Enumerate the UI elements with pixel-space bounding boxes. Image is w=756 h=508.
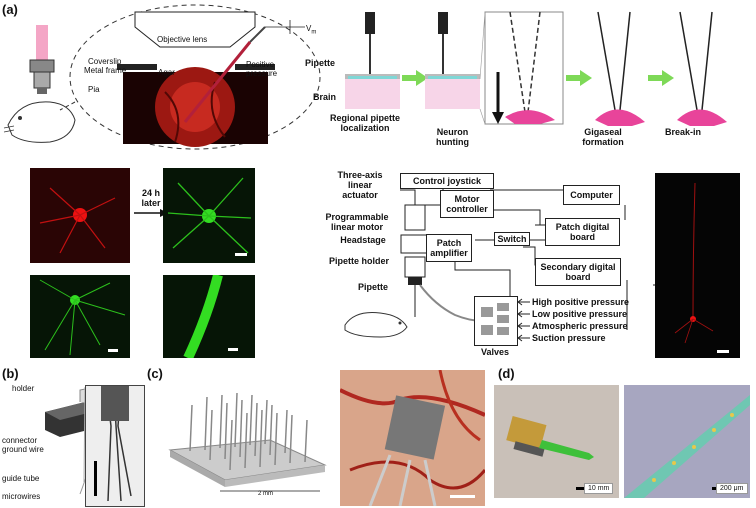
valves-box [474,296,518,346]
dendritic-spine-image [163,275,255,358]
patch-digital-board-box: Patch digital board [545,218,620,246]
green-neuron-image [163,168,255,263]
scale-bar [235,253,247,256]
label-connector: connector [2,436,38,445]
probe-microscope-photo [624,385,750,498]
scale-bar [94,461,97,496]
motor-controller-box: Motor controller [440,190,494,218]
panel-b-letter: (b) [2,366,19,381]
step-regional-localization: Regional pipette localization [330,113,401,133]
microwire-photo [85,385,145,507]
valves-label: Valves [480,347,510,357]
computer-box: Computer [563,185,620,205]
scale-bar [450,495,475,498]
headstage-label: Headstage [340,235,386,245]
secondary-digital-board-box: Secondary digital board [535,258,621,286]
step-gigaseal-formation: Gigaseal formation [582,127,624,147]
workflow-brain-label: Brain [313,92,337,102]
objective-label: Objective lens [157,35,208,44]
mouse-setup-illustration [3,25,76,143]
neuron-dark-image [655,173,740,358]
label-holder: holder [12,384,35,393]
patch-amplifier-box: Patch amplifier [426,234,472,262]
pipette-holder-label: Pipette holder [328,256,389,266]
metal-frame-label: Metal frame [84,66,127,75]
valve-arrows [517,298,530,342]
patch-workflow [345,11,727,126]
pressure-atmospheric: Atmospheric pressure [532,321,628,331]
pressure-suction: Suction pressure [532,333,606,343]
probe-microscope-scale-label: 200 μm [716,483,748,494]
panel-a-letter: (a) [2,2,18,17]
agar-label: Agar [158,68,175,77]
diagram-pipette-label: Pipette [357,282,388,292]
scale-bar [228,348,238,351]
panel-c-letter: (c) [147,366,163,381]
utah-scale-label: 2 mm [258,491,273,497]
positive-pressure-label: Positive pressure [246,60,278,78]
step-neuron-hunting: Neuron hunting [436,127,469,147]
programmable-motor-label: Programmable linear motor [325,212,389,232]
coverslip-label: Coverslip [88,57,122,66]
switch-box: Switch [494,232,530,246]
cortex-implant-photo [340,370,485,506]
pia-label: Pia [88,85,100,94]
step-break-in: Break-in [664,127,701,137]
zoom-ellipse [59,4,321,150]
probe-scale-label: 10 mm [584,483,614,494]
scale-bar [717,350,729,353]
probe-photo [494,385,619,498]
red-neuron-image [30,168,130,263]
label-ground-wire: ground wire [2,445,44,454]
control-joystick-box: Control joystick [400,173,494,189]
panel-d-letter: (d) [498,366,515,381]
vm-label: Vm [306,24,317,36]
three-axis-actuator-label: Three-axis linear actuator [337,170,383,200]
label-guide-tube: guide tube [2,474,40,483]
scale-bar [108,349,118,352]
24h-later-label: 24 h later [141,188,161,208]
pressure-low: Low positive pressure [532,309,628,319]
label-microwires: microwires [2,492,41,501]
workflow-pipette-label: Pipette [305,58,336,68]
pressure-high: High positive pressure [532,297,630,307]
green-dendrite-field-image [30,275,130,358]
utah-array-drawing [168,392,327,492]
